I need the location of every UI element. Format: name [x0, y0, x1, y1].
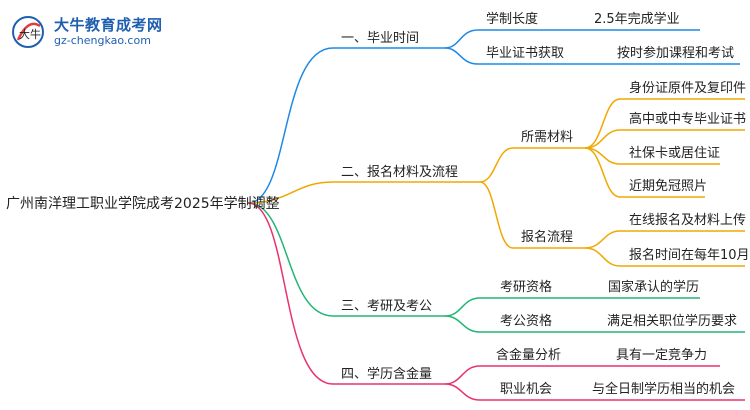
branch-1-lines: [247, 29, 740, 204]
logo-badge-icon: 大牛: [12, 16, 44, 48]
branch-4-item-2-value: 与全日制学历相当的机会: [592, 382, 736, 397]
branch-2-group-1-value-3: 社保卡或居住证: [629, 146, 721, 161]
branch-2-group-2-label: 报名流程: [521, 230, 574, 245]
branch-2-group-1-label: 所需材料: [521, 130, 574, 145]
branch-2-title: 二、报名材料及流程: [341, 165, 459, 180]
logo-url: gz-chengkao.com: [54, 34, 151, 47]
branch-4-item-2-label: 职业机会: [500, 382, 553, 397]
branch-2-group-2-value-1: 在线报名及材料上传: [629, 213, 747, 228]
branch-1-item-1-label: 学制长度: [486, 12, 539, 27]
branch-2-lines: [247, 98, 745, 267]
branch-1-item-1-value: 2.5年完成学业: [594, 12, 680, 27]
branch-3-item-2-value: 满足相关职位学历要求: [607, 314, 738, 329]
branch-4-item-1-label: 含金量分析: [496, 348, 562, 363]
branch-2-group-1-value-2: 高中或中专毕业证书: [629, 112, 747, 127]
branch-3-title: 三、考研及考公: [341, 299, 433, 314]
root-topic: 广州南洋理工职业学院成考2025年学制调整: [6, 196, 280, 212]
logo-badge-text: 大牛: [19, 27, 41, 41]
branch-1-title: 一、毕业时间: [341, 31, 420, 46]
logo-title: 大牛教育成考网: [54, 16, 163, 34]
branch-1-item-2-label: 毕业证书获取: [486, 46, 565, 61]
branch-1-item-2-value: 按时参加课程和考试: [617, 46, 735, 61]
branch-2-group-1-value-1: 身份证原件及复印件: [629, 81, 747, 96]
branch-2-group-1-value-4: 近期免冠照片: [629, 179, 708, 194]
branch-3-lines: [247, 202, 745, 333]
site-logo[interactable]: 大牛 大牛教育成考网 gz-chengkao.com: [10, 12, 170, 52]
branch-4-item-1-value: 具有一定竞争力: [616, 348, 708, 363]
branch-2-group-2-value-2: 报名时间在每年10月: [629, 248, 750, 263]
branch-4-lines: [247, 202, 745, 401]
branch-3-item-1-label: 考研资格: [500, 280, 553, 295]
branch-3-item-2-label: 考公资格: [500, 314, 553, 329]
branch-4-title: 四、学历含金量: [341, 367, 433, 382]
branch-3-item-1-value: 国家承认的学历: [608, 280, 700, 295]
